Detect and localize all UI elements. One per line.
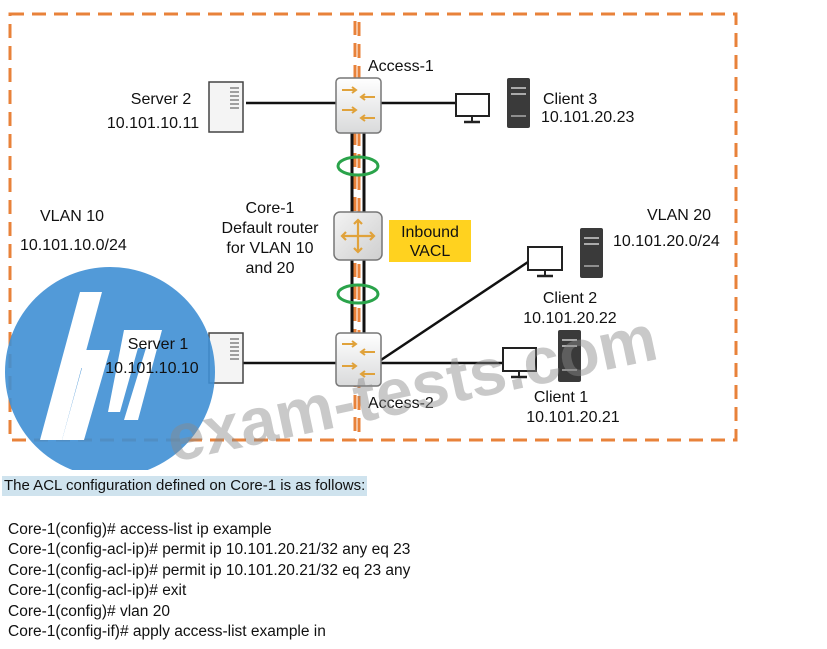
access1-label: Access-1 bbox=[368, 58, 434, 75]
core-label-2: Default router bbox=[222, 220, 320, 237]
acl-line: Core-1(config-acl-ip)# exit bbox=[8, 582, 187, 600]
client3-tower-icon bbox=[507, 78, 530, 128]
hp-logo bbox=[5, 267, 215, 470]
links bbox=[243, 101, 529, 365]
client1-tower-icon bbox=[558, 330, 581, 382]
client2-monitor-icon bbox=[527, 246, 563, 278]
client1-monitor-icon bbox=[502, 347, 537, 379]
access2-label: Access-2 bbox=[368, 395, 434, 412]
client2-name: Client 2 bbox=[543, 290, 597, 307]
vacl-badge-line-2: VACL bbox=[410, 243, 451, 260]
client3-name: Client 3 bbox=[543, 91, 597, 108]
acl-config-lines: Core-1(config)# access-list ip example C… bbox=[8, 520, 410, 642]
uplinks bbox=[350, 133, 366, 333]
acl-line: Core-1(config-if)# apply access-list exa… bbox=[8, 623, 326, 641]
acl-heading: The ACL configuration defined on Core-1 … bbox=[2, 476, 368, 496]
vlan10-name: VLAN 10 bbox=[40, 208, 104, 225]
server2-ip: 10.101.10.11 bbox=[107, 115, 199, 132]
server1-name: Server 1 bbox=[128, 336, 189, 353]
client3-monitor-icon bbox=[455, 93, 490, 124]
core-label-1: Core-1 bbox=[246, 200, 295, 217]
client1-ip: 10.101.20.21 bbox=[526, 409, 620, 426]
core-label-3: for VLAN 10 bbox=[226, 240, 313, 257]
client3-ip: 10.101.20.23 bbox=[541, 109, 635, 126]
vlan20-subnet: 10.101.20.0/24 bbox=[613, 233, 720, 250]
server1-ip: 10.101.10.10 bbox=[105, 360, 199, 377]
lag-upper bbox=[336, 155, 380, 177]
vlan20-name: VLAN 20 bbox=[647, 207, 711, 224]
watermark-text: exam-tests.com bbox=[160, 300, 663, 470]
access2-switch bbox=[335, 332, 382, 387]
client2-ip: 10.101.20.22 bbox=[523, 310, 617, 327]
vacl-badge-line-1: Inbound bbox=[401, 224, 459, 241]
lag-lower bbox=[336, 283, 380, 305]
access1-switch bbox=[335, 77, 382, 134]
acl-line: Core-1(config)# access-list ip example bbox=[8, 521, 272, 538]
link-access2-client2 bbox=[380, 260, 529, 362]
core-switch bbox=[333, 211, 383, 261]
network-diagram: Access-1 Core-1 Default router for VLAN … bbox=[5, 12, 738, 470]
core-label-4: and 20 bbox=[246, 260, 295, 277]
server2-icon bbox=[208, 81, 244, 133]
acl-line: Core-1(config)# vlan 20 bbox=[8, 602, 170, 620]
acl-line: Core-1(config-acl-ip)# permit ip 10.101.… bbox=[8, 541, 411, 559]
client2-tower-icon bbox=[580, 228, 603, 278]
vacl-badge bbox=[389, 220, 471, 262]
acl-line: Core-1(config-acl-ip)# permit ip 10.101.… bbox=[8, 561, 411, 579]
vlan10-subnet: 10.101.10.0/24 bbox=[20, 237, 127, 254]
server2-name: Server 2 bbox=[131, 91, 192, 108]
client1-name: Client 1 bbox=[534, 389, 588, 406]
